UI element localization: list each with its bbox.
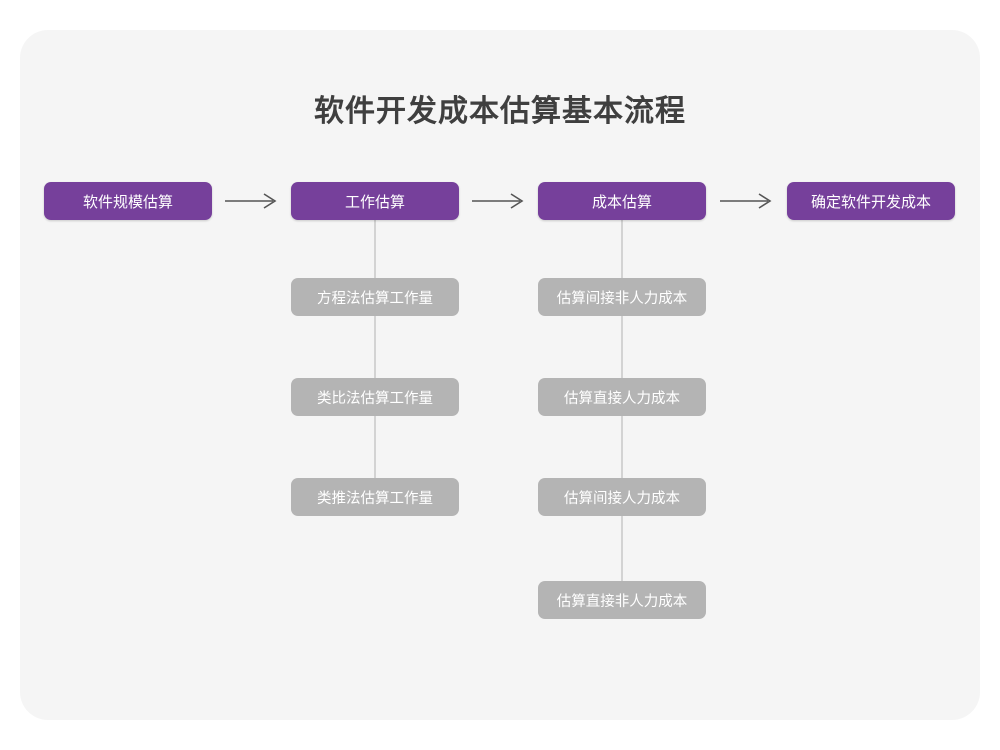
flow-node-analogy-method-effort[interactable]: 类比法估算工作量 — [291, 378, 459, 416]
page-title: 软件开发成本估算基本流程 — [314, 95, 686, 128]
flow-node-software-scale-estimation[interactable]: 软件规模估算 — [44, 182, 212, 220]
right-arrow-icon — [470, 190, 528, 212]
flow-node-direct-labor-cost[interactable]: 估算直接人力成本 — [538, 378, 706, 416]
flow-node-effort-estimation[interactable]: 工作估算 — [291, 182, 459, 220]
flow-node-determine-development-cost[interactable]: 确定软件开发成本 — [787, 182, 955, 220]
connector-line-effort-branch — [374, 220, 376, 500]
flow-node-indirect-labor-cost[interactable]: 估算间接人力成本 — [538, 478, 706, 516]
flow-node-cost-estimation[interactable]: 成本估算 — [538, 182, 706, 220]
flow-node-direct-non-labor-cost[interactable]: 估算直接非人力成本 — [538, 581, 706, 619]
flow-node-indirect-non-labor-cost[interactable]: 估算间接非人力成本 — [538, 278, 706, 316]
diagram-card — [20, 30, 980, 720]
flow-node-equation-method-effort[interactable]: 方程法估算工作量 — [291, 278, 459, 316]
right-arrow-icon — [718, 190, 776, 212]
right-arrow-icon — [223, 190, 281, 212]
flow-node-extrapolation-method-effort[interactable]: 类推法估算工作量 — [291, 478, 459, 516]
